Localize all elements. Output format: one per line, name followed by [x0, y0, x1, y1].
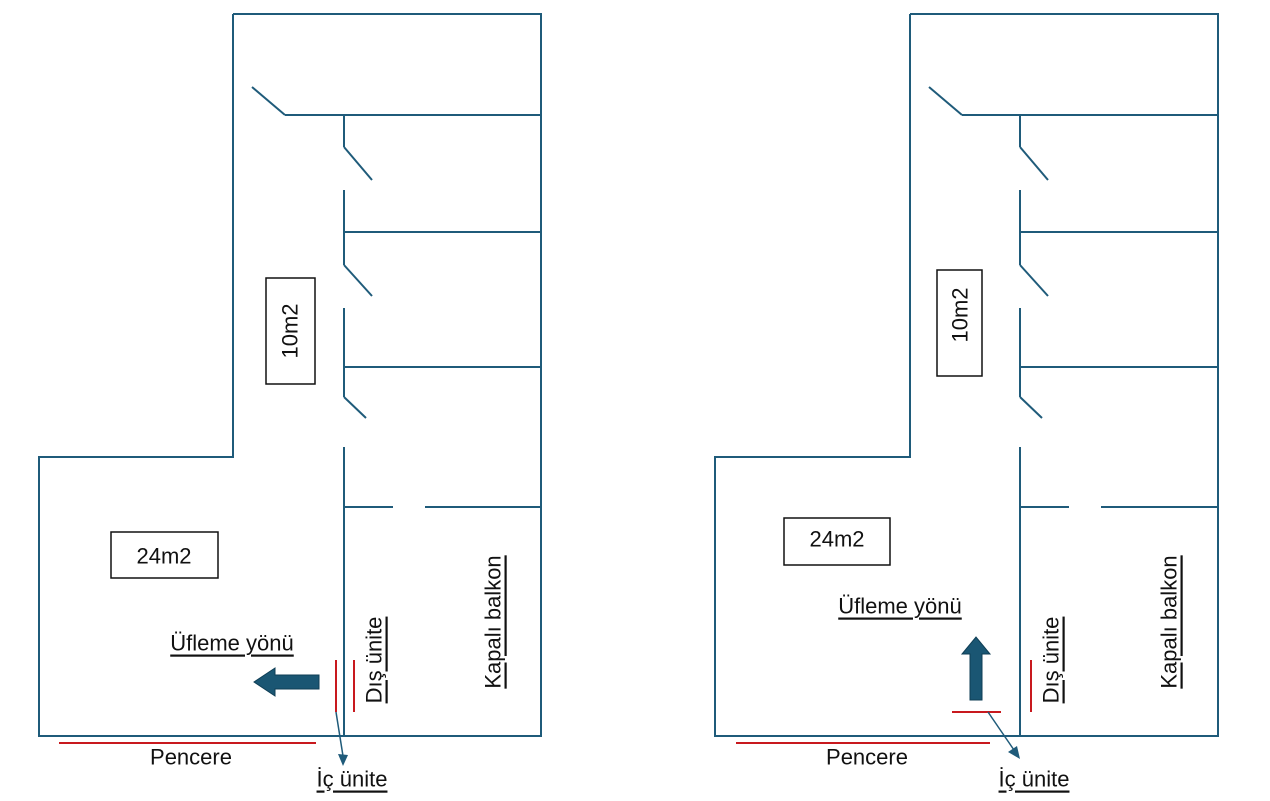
- door-swing: [1019, 396, 1043, 419]
- indoor-unit-label: İç ünite: [317, 767, 388, 792]
- door-swing: [1019, 264, 1049, 297]
- svg-text:24m2: 24m2: [809, 527, 864, 552]
- window-label: Pencere: [826, 745, 908, 770]
- airflow-label: Üfleme yönü: [838, 594, 962, 619]
- indoor-unit-pointer: [987, 711, 1020, 759]
- balcony-label: Kapalı balkon: [481, 555, 506, 688]
- door-swing: [928, 86, 963, 116]
- indoor-unit-pointer: [335, 711, 348, 766]
- walls: [38, 13, 542, 737]
- window-label: Pencere: [150, 745, 232, 770]
- door-swing: [251, 86, 286, 116]
- room-small-label: 10m2: [265, 277, 316, 385]
- floor-plan-left: 10m2 24m2 Üfleme yönü Dış ünite Kapalı b…: [38, 13, 542, 792]
- airflow-arrow-left: [253, 667, 320, 697]
- room-large-label: 24m2: [783, 517, 891, 566]
- outdoor-unit-marker: [335, 660, 355, 712]
- floor-plan-right: 10m2 24m2 Üfleme yönü Dış ünite Kapalı b…: [714, 13, 1219, 792]
- room-small-label: 10m2: [936, 269, 983, 377]
- door-swing: [1019, 146, 1049, 181]
- svg-text:10m2: 10m2: [948, 287, 973, 342]
- svg-text:24m2: 24m2: [136, 544, 191, 569]
- door-swing: [343, 264, 373, 297]
- door-swing: [343, 396, 367, 419]
- svg-text:10m2: 10m2: [278, 303, 303, 358]
- airflow-arrow-up: [960, 636, 992, 701]
- door-swing: [343, 146, 373, 181]
- airflow-label: Üfleme yönü: [170, 631, 294, 656]
- balcony-label: Kapalı balkon: [1157, 555, 1182, 688]
- outdoor-unit-label: Dış ünite: [1039, 617, 1064, 704]
- room-large-label: 24m2: [110, 531, 219, 579]
- indoor-unit-label: İç ünite: [999, 767, 1070, 792]
- walls: [714, 13, 1219, 737]
- outdoor-unit-label: Dış ünite: [362, 617, 387, 704]
